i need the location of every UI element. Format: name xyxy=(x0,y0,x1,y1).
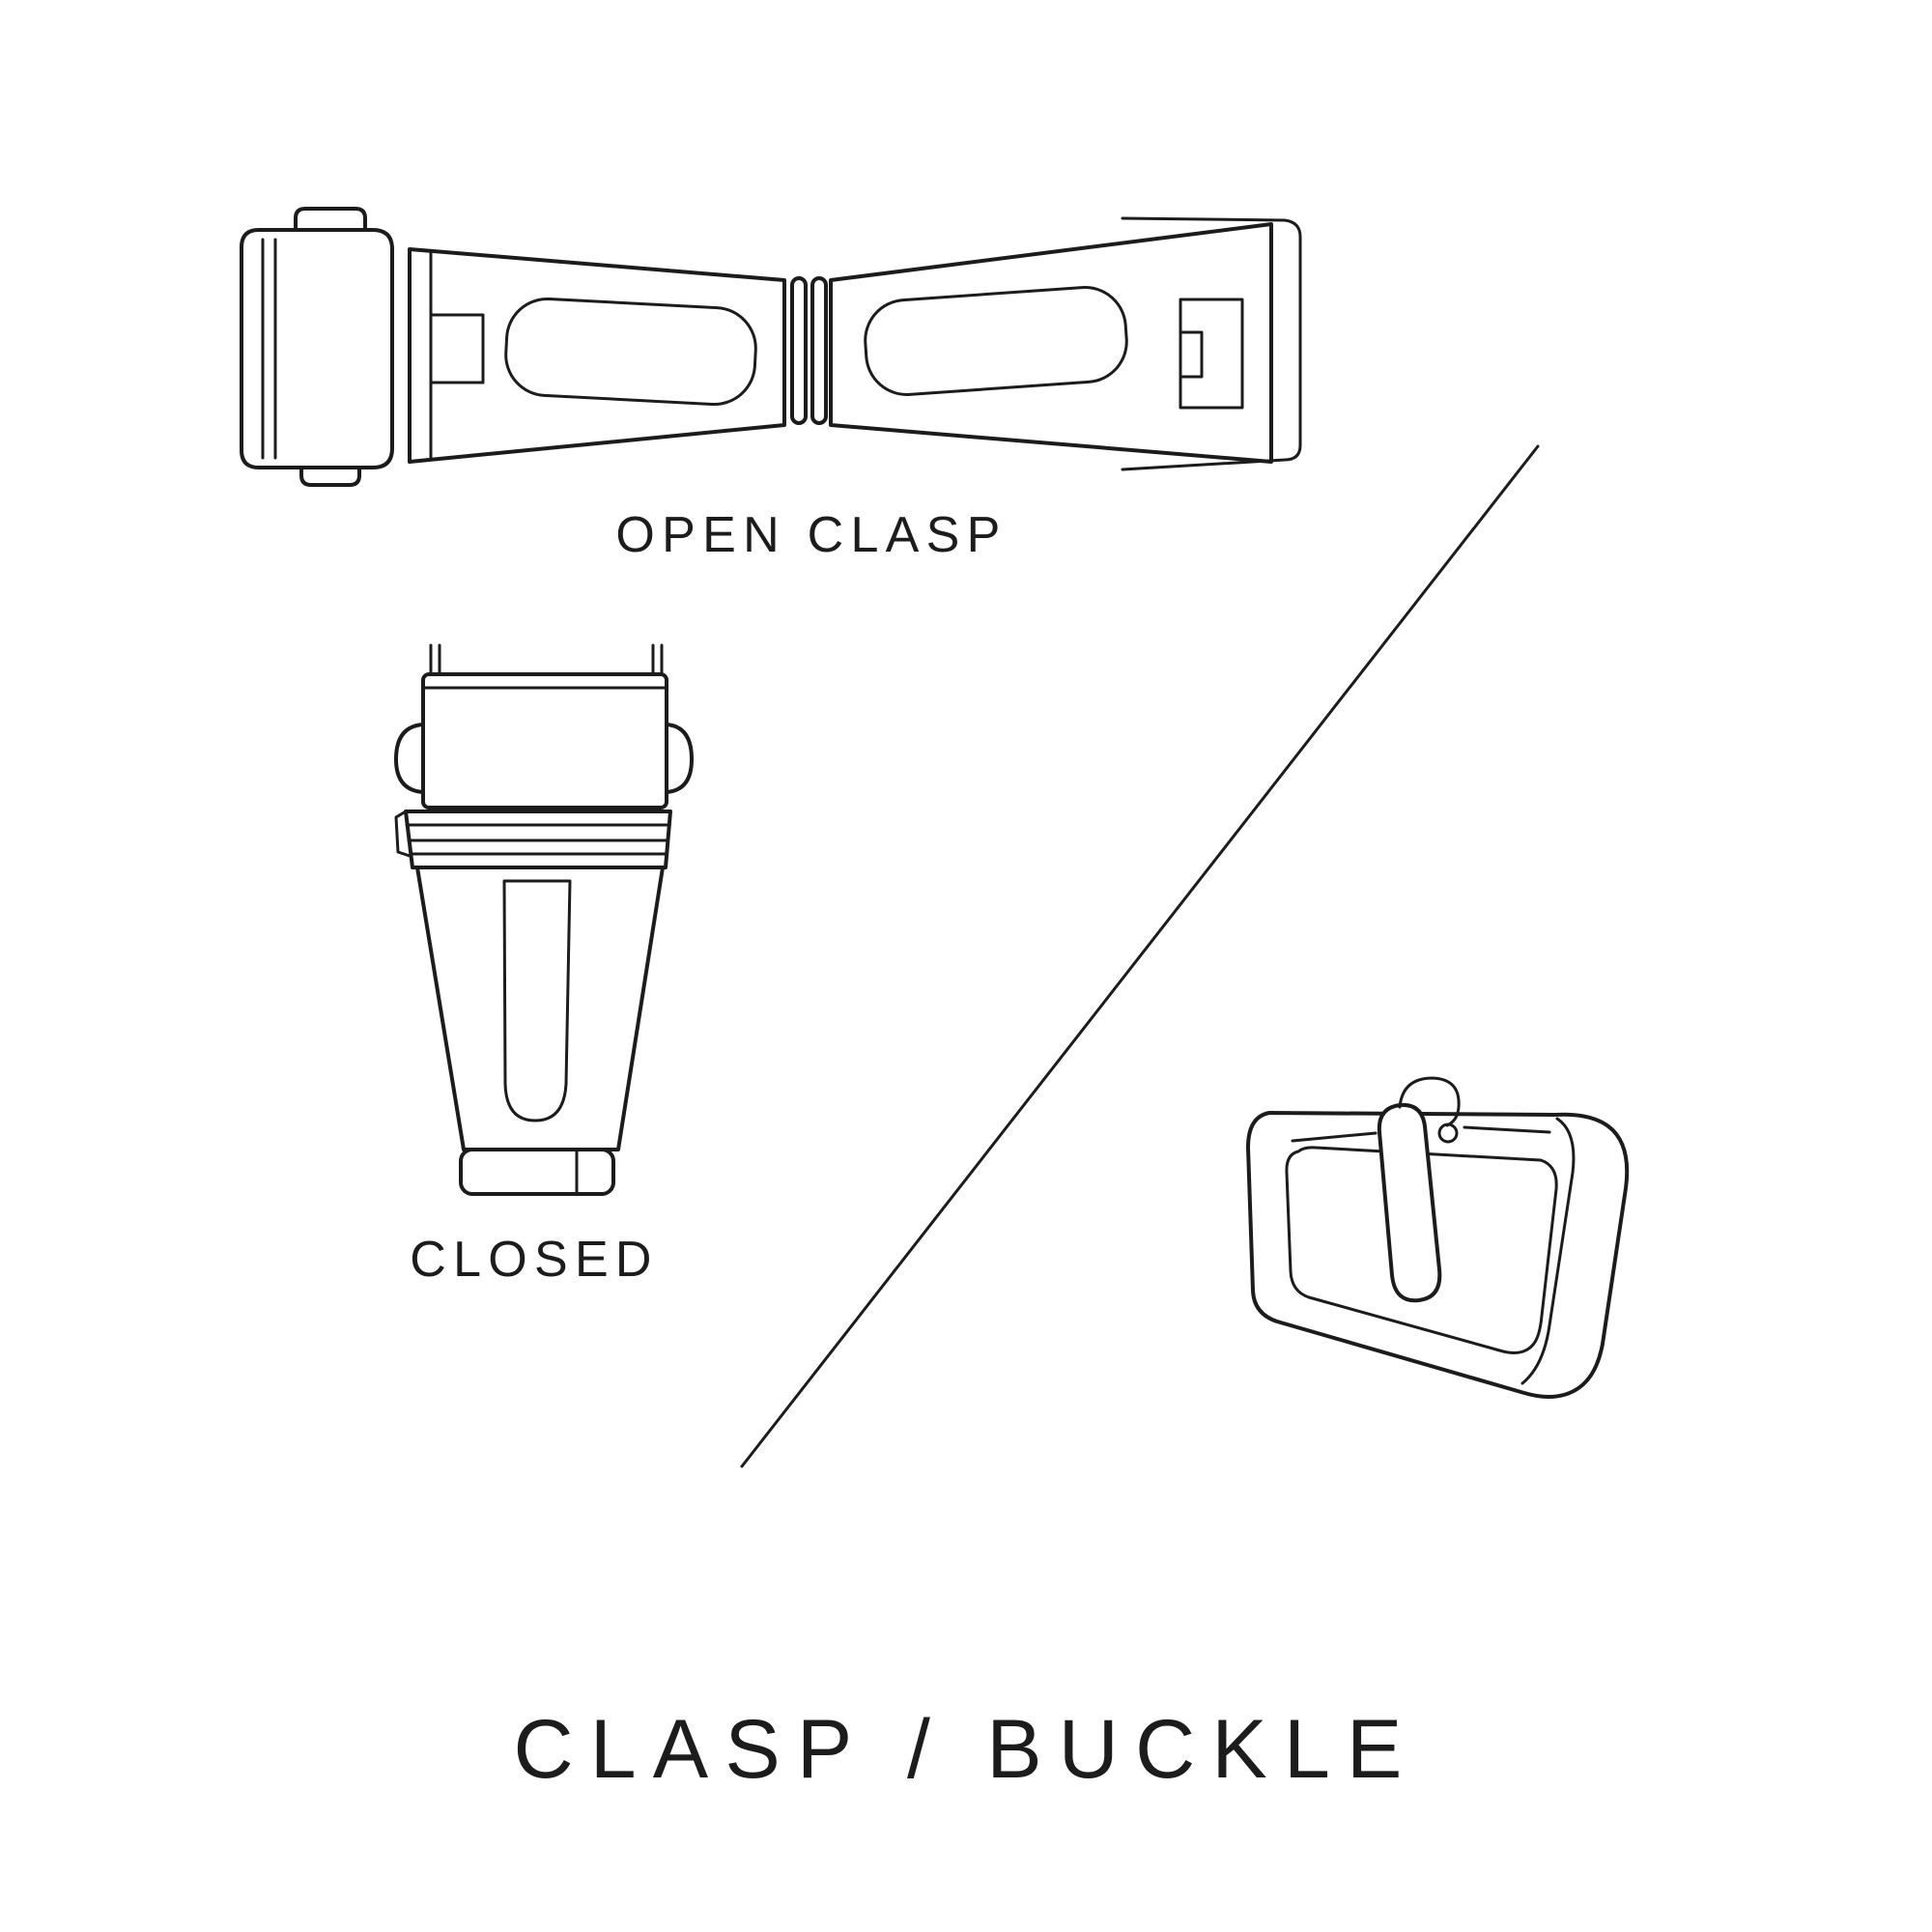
closed-clasp-prongs xyxy=(429,643,664,676)
page-title: CLASP / BUCKLE xyxy=(513,1703,1419,1796)
open-clasp-left-arm xyxy=(408,247,786,464)
open-clasp-right-end-cap xyxy=(1121,216,1302,471)
open-clasp-end-link xyxy=(240,228,394,469)
open-clasp-label: OPEN CLASP xyxy=(615,507,1008,563)
open-clasp-left-arm-notch xyxy=(429,313,485,384)
buckle-tongue-loop xyxy=(1398,1076,1461,1127)
closed-clasp-illustration xyxy=(394,643,694,1196)
closed-clasp-body xyxy=(415,866,665,1151)
buckle-tongue xyxy=(1377,1102,1442,1303)
open-clasp-left-arm-slot xyxy=(504,297,757,407)
closed-clasp-band-section xyxy=(404,810,672,869)
open-clasp-end-link-detail xyxy=(261,238,277,460)
closed-clasp-band-left-step xyxy=(394,810,412,858)
closed-clasp-left-ear xyxy=(394,723,425,794)
diagonal-divider-line xyxy=(740,444,1540,1468)
closed-clasp-band-lines xyxy=(405,823,671,856)
open-clasp-right-arm-slot xyxy=(864,286,1128,396)
open-clasp-right-arm xyxy=(829,222,1273,464)
buckle-pin-bar xyxy=(1291,1125,1551,1143)
closed-clasp-right-ear xyxy=(665,723,694,794)
open-clasp-bottom-tab xyxy=(299,466,361,487)
open-clasp-illustration xyxy=(240,207,1302,487)
buckle-illustration xyxy=(1246,1076,1630,1399)
closed-clasp-label: CLOSED xyxy=(410,1232,659,1288)
open-clasp-top-tab xyxy=(294,207,367,232)
closed-clasp-body-slot xyxy=(502,879,572,1122)
closed-clasp-top-box xyxy=(421,672,668,810)
buckle-frame-outer xyxy=(1246,1111,1630,1399)
open-clasp-hinge-bar-1 xyxy=(790,276,808,425)
closed-clasp-foot xyxy=(459,1148,615,1196)
open-clasp-hinge-bar-2 xyxy=(810,276,828,425)
open-clasp-keeper xyxy=(1179,298,1244,410)
buckle-tongue-loop-eye xyxy=(1437,1122,1459,1144)
buckle-frame-inner-opening xyxy=(1285,1146,1558,1354)
buckle-side-band-curve xyxy=(1520,1117,1576,1385)
